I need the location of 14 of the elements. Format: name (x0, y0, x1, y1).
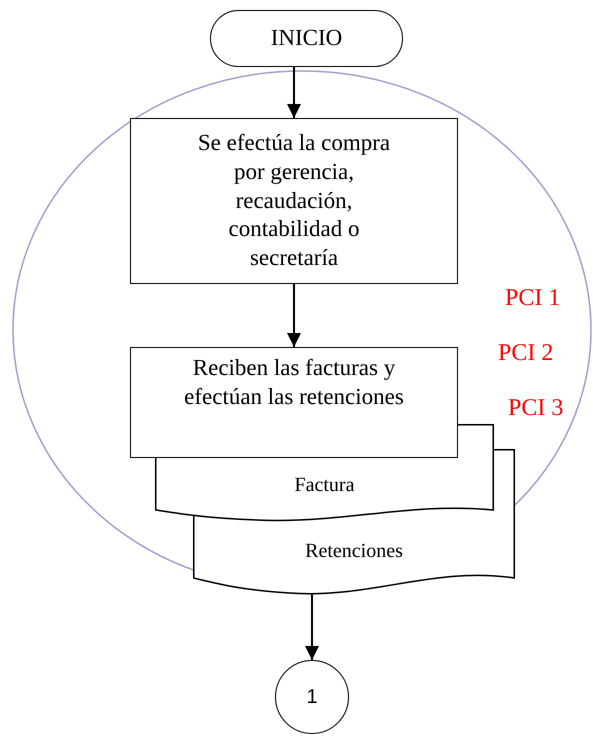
arrow (287, 67, 301, 118)
arrow (287, 284, 301, 347)
control-point-label: PCI 1 (505, 285, 560, 312)
node-text: INICIO (270, 24, 344, 52)
node-text: Reciben las facturas y efectúan las retenciones (183, 354, 405, 410)
control-point-label: PCI 3 (508, 395, 564, 422)
node-text: 1 (305, 684, 319, 710)
control-point-label: PCI 2 (498, 340, 554, 367)
arrow (305, 594, 319, 660)
process-box (130, 118, 458, 284)
node-text: Retenciones (304, 539, 404, 564)
process-box (130, 347, 458, 458)
node-text: Factura (294, 472, 356, 498)
node-text: Se efectúa la compra por gerencia, recaudación, contabilidad o secretaría (196, 129, 392, 272)
